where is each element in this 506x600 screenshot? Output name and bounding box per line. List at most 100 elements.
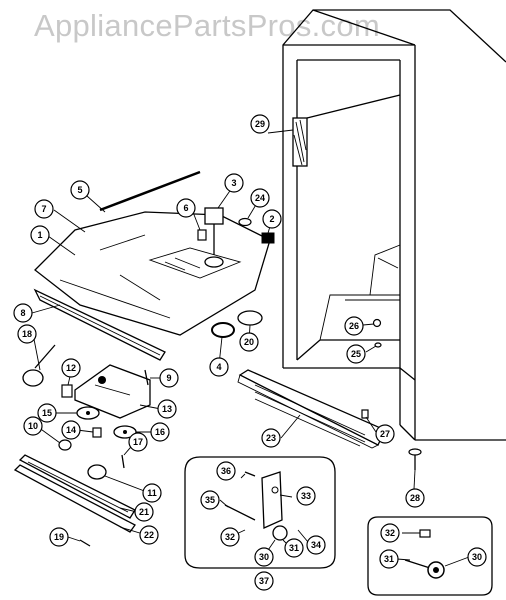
callout-36: 36 <box>216 461 236 481</box>
callout-number: 20 <box>244 337 254 347</box>
callout-number: 9 <box>166 373 171 383</box>
part-3-control <box>204 207 224 268</box>
callout-14: 14 <box>61 420 81 440</box>
callout-number: 3 <box>231 178 236 188</box>
callout-16: 16 <box>150 422 170 442</box>
callout-26: 26 <box>344 316 364 336</box>
callout-31: 31 <box>284 538 304 558</box>
callout-number: 35 <box>205 495 215 505</box>
callout-number: 17 <box>133 437 143 447</box>
callout-number: 34 <box>311 540 321 550</box>
part-19-screw <box>79 539 91 547</box>
callout-number: 12 <box>66 363 76 373</box>
callout-24: 24 <box>250 188 270 208</box>
part-20-disc <box>237 310 263 326</box>
part-28-leg <box>408 448 422 470</box>
callout-number: 18 <box>22 329 32 339</box>
part-22-strip <box>13 464 136 533</box>
callout-number: 15 <box>42 408 52 418</box>
callout-17: 17 <box>128 432 148 452</box>
site-watermark: AppliancePartsPros.com <box>34 8 381 43</box>
part-25-washer <box>374 342 382 348</box>
part-16-blade <box>113 425 137 439</box>
part-21-shield <box>18 454 136 519</box>
callout-number: 22 <box>144 530 154 540</box>
callout-number: 4 <box>216 362 221 372</box>
callout-number: 13 <box>162 404 172 414</box>
callout-28: 28 <box>405 488 425 508</box>
part-37-assembly-frame <box>184 456 336 569</box>
part-23-grille <box>237 369 386 449</box>
callout-7: 7 <box>34 199 54 219</box>
callout-13: 13 <box>157 399 177 419</box>
callout-number: 26 <box>349 321 359 331</box>
part-2-knob <box>261 232 275 244</box>
callout-35: 35 <box>200 490 220 510</box>
callout-number: 19 <box>54 532 64 542</box>
callout-number: 29 <box>255 119 265 129</box>
callout-4: 4 <box>209 357 229 377</box>
part-15-blade <box>76 406 100 420</box>
part-10-socket <box>58 439 72 451</box>
callout-31b: 31 <box>379 549 399 569</box>
callout-12: 12 <box>61 358 81 378</box>
callout-number: 32 <box>225 532 235 542</box>
callout-number: 37 <box>259 576 269 586</box>
callout-6: 6 <box>176 198 196 218</box>
callout-number: 7 <box>41 204 46 214</box>
callout-19: 19 <box>49 527 69 547</box>
part-29-tube <box>292 94 401 167</box>
callout-21: 21 <box>134 502 154 522</box>
callout-20: 20 <box>239 332 259 352</box>
part-13-bracket <box>74 364 151 419</box>
callout-30b: 30 <box>467 547 487 567</box>
part-18-motor <box>22 344 56 387</box>
callout-27: 27 <box>375 424 395 444</box>
callout-number: 6 <box>183 203 188 213</box>
callout-30: 30 <box>254 547 274 567</box>
cabinet <box>282 9 506 441</box>
part-1-cover <box>34 211 271 336</box>
callout-number: 31 <box>289 543 299 553</box>
callout-18: 18 <box>17 324 37 344</box>
callout-11: 11 <box>142 483 162 503</box>
callout-number: 36 <box>221 466 231 476</box>
callout-number: 27 <box>380 429 390 439</box>
callout-number: 28 <box>410 493 420 503</box>
part-11-bulb <box>87 464 107 480</box>
callout-number: 1 <box>37 230 42 240</box>
part-5-rod <box>99 170 201 212</box>
callout-number: 11 <box>147 488 157 498</box>
callout-number: 24 <box>255 193 265 203</box>
callout-number: 23 <box>266 433 276 443</box>
callout-15: 15 <box>37 403 57 423</box>
callout-32a: 32 <box>380 523 400 543</box>
part-24-washer <box>238 217 252 227</box>
callout-9: 9 <box>159 368 179 388</box>
part-4-ring <box>211 322 235 338</box>
callout-number: 21 <box>139 507 149 517</box>
callout-number: 16 <box>155 427 165 437</box>
callout-1: 1 <box>30 225 50 245</box>
callout-37: 37 <box>254 571 274 591</box>
callout-number: 10 <box>28 421 38 431</box>
callout-10: 10 <box>23 416 43 436</box>
part-12-bracket <box>61 384 73 398</box>
part-17-screw <box>121 454 125 469</box>
callout-5: 5 <box>70 180 90 200</box>
callout-22: 22 <box>139 525 159 545</box>
callout-number: 14 <box>66 425 76 435</box>
callout-number: 25 <box>351 349 361 359</box>
callout-32: 32 <box>220 527 240 547</box>
part-14-clip <box>92 427 102 438</box>
callout-number: 31 <box>384 554 394 564</box>
callouts: 29 5 3 24 7 6 2 1 8 26 18 20 25 4 12 9 1… <box>13 114 487 591</box>
callout-25: 25 <box>346 344 366 364</box>
callout-8: 8 <box>13 303 33 323</box>
callout-number: 30 <box>472 552 482 562</box>
callout-2: 2 <box>262 209 282 229</box>
callout-23: 23 <box>261 428 281 448</box>
callout-29: 29 <box>250 114 270 134</box>
part-8-rail <box>33 288 166 361</box>
